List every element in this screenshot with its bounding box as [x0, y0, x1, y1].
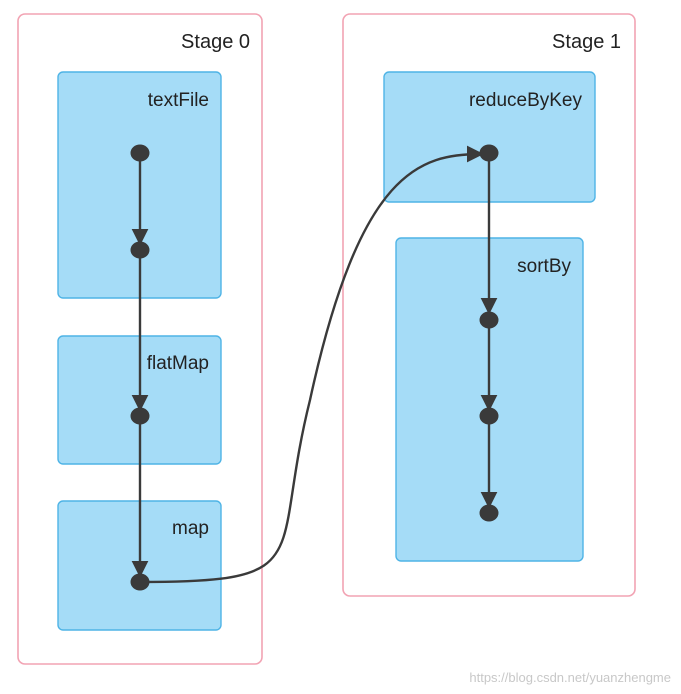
- stage-0-label: Stage 0: [181, 31, 250, 53]
- rdd-node-reducebykey: [479, 144, 499, 162]
- rdd-node-map: [130, 573, 150, 591]
- op-label-sortby: sortBy: [517, 256, 571, 277]
- rdd-node-sortby-2: [479, 407, 499, 425]
- rdd-node-sortby-3: [479, 504, 499, 522]
- rdd-node-textfile-2: [130, 241, 150, 259]
- stage-1-label: Stage 1: [552, 31, 621, 53]
- rdd-node-flatmap: [130, 407, 150, 425]
- op-label-flatmap: flatMap: [147, 353, 209, 374]
- rdd-node-sortby-1: [479, 311, 499, 329]
- op-label-textfile: textFile: [148, 90, 209, 111]
- op-label-reducebykey: reduceByKey: [469, 90, 583, 111]
- op-label-map: map: [172, 518, 209, 539]
- rdd-node-textfile-1: [130, 144, 150, 162]
- watermark-text: https://blog.csdn.net/yuanzhengme: [469, 670, 671, 685]
- edge-map-to-reducebykey: [139, 145, 484, 584]
